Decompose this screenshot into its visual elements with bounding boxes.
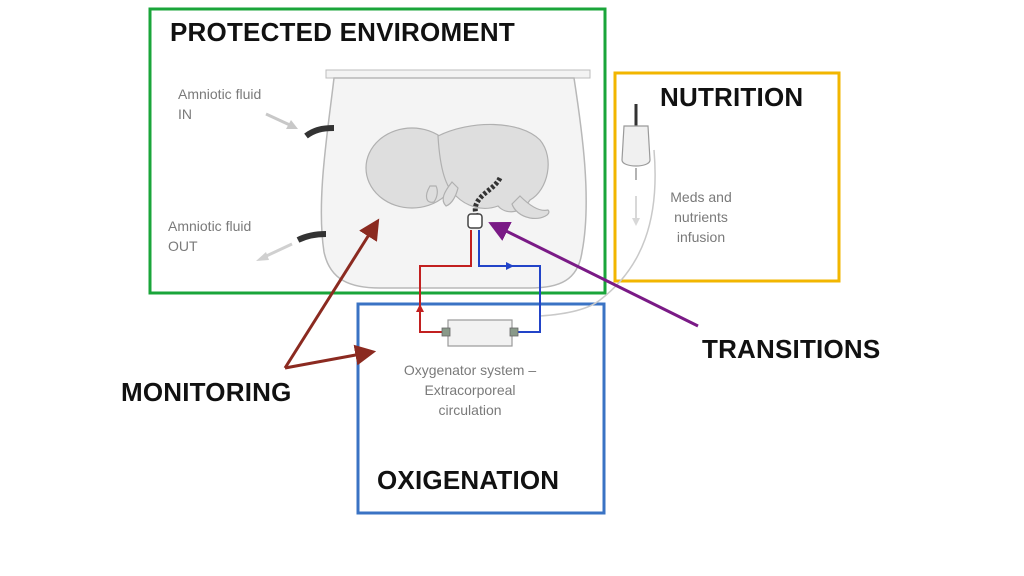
oxigenation-title: OXIGENATION <box>377 465 560 495</box>
meds-infusion-label-line2: nutrients <box>674 209 728 225</box>
meds-infusion-label-line1: Meds and <box>670 189 732 205</box>
oxygenator-label-line3: circulation <box>438 402 502 418</box>
amniotic-in-arrow <box>265 112 293 128</box>
amniotic-out-label-line1: Amniotic fluid <box>168 218 252 234</box>
amniotic-out-arrowhead <box>256 252 269 261</box>
amniotic-in-arrowhead <box>286 120 298 129</box>
amniotic-out-label-line2: OUT <box>168 238 198 254</box>
cord-connector <box>467 213 483 229</box>
fetus-illustration <box>365 123 550 219</box>
nutrition-frame <box>613 71 841 283</box>
protected-environment-frame <box>148 7 607 295</box>
umbilical-cord <box>472 176 503 215</box>
meds-infusion-label: Meds and nutrients infusion <box>662 187 740 247</box>
amniotic-in-tube <box>304 125 335 139</box>
meds-infusion-label-line3: infusion <box>676 229 726 245</box>
amniotic-out-label: Amniotic fluid OUT <box>168 216 251 256</box>
nutrition-title: NUTRITION <box>660 82 804 112</box>
venous-flow-arrow <box>506 262 514 270</box>
oxygenator-label: Oxygenator system – Extracorporeal circu… <box>390 360 550 420</box>
container-lid <box>325 69 591 79</box>
amniotic-in-label-line1: Amniotic fluid <box>178 86 262 102</box>
protected-environment-title: PROTECTED ENVIROMENT <box>170 17 515 47</box>
oxygenator-label-line1: Oxygenator system – <box>403 362 537 378</box>
venous-line <box>478 230 541 333</box>
amniotic-in-label: Amniotic fluid IN <box>178 84 261 124</box>
arterial-line <box>419 230 472 333</box>
oxygenator-port-right <box>509 327 519 337</box>
amniotic-out-tube <box>296 231 327 243</box>
arterial-flow-arrow <box>416 304 424 312</box>
oxigenation-frame <box>356 302 606 515</box>
oxygenator-port-left <box>441 327 451 337</box>
transitions-arrow <box>488 222 699 328</box>
monitoring-arrow-to-womb <box>283 218 380 369</box>
monitoring-arrow-to-oxygenator <box>284 344 377 370</box>
infusion-bag-illustration <box>621 104 651 226</box>
oxygenator-device <box>447 319 513 347</box>
monitoring-title: MONITORING <box>121 377 292 407</box>
amniotic-in-label-line2: IN <box>178 106 192 122</box>
oxygenator-label-line2: Extracorporeal <box>424 382 516 398</box>
transitions-title: TRANSITIONS <box>702 334 881 364</box>
